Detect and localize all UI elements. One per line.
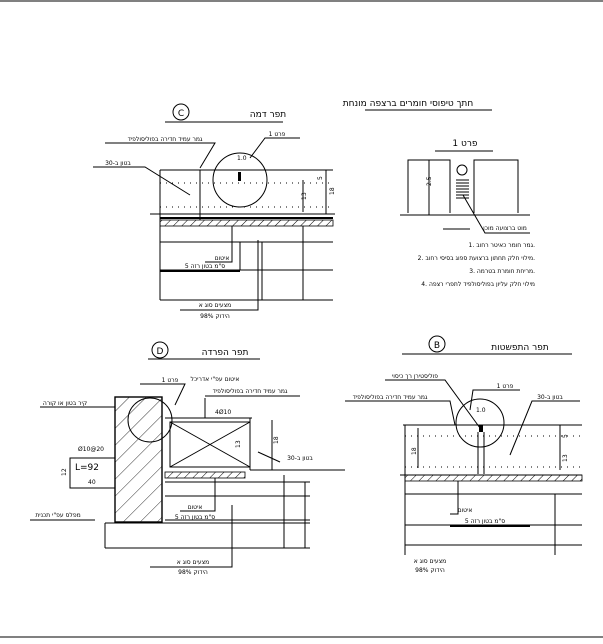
concrete-wall xyxy=(114,396,163,523)
cord-label: מוט ברצועה מוכן xyxy=(483,225,527,232)
dim-label: 18 xyxy=(411,447,418,455)
detail-title: חתך טיפוסי חומרים ברצפה מונחת xyxy=(343,99,474,109)
base-label: 5 ס"מ בטון רזה xyxy=(185,263,225,270)
compaction-label: הידוק 98% xyxy=(200,313,230,320)
detail-circle xyxy=(455,398,505,448)
detail-ref-label: פרט 1 xyxy=(162,377,179,384)
compaction-label: הידוק 98% xyxy=(415,567,445,574)
note-item: 2. מילוי חלק תחתון ברצועת ספוג בסיסי רחו… xyxy=(418,255,535,262)
dim-label: 18 xyxy=(273,436,280,444)
section-marker-b xyxy=(428,335,446,353)
section-d: D תפר הפרדה איטום עפ"י אדריכל פרט 1 גמר … xyxy=(30,341,345,576)
board-label: פוליסטירן רך כיסוי xyxy=(392,373,438,380)
section-marker-c xyxy=(172,103,190,121)
section-letter: B xyxy=(434,341,440,351)
dim-label: 1.0 xyxy=(237,155,247,162)
membrane-top-label: איטום עפ"י אדריכל xyxy=(191,376,240,383)
section-letter: D xyxy=(157,347,164,357)
section-marker-d xyxy=(151,341,169,359)
sealant-label: גמר עמיד חדירה בפוליסולפיד xyxy=(128,136,203,143)
dim-label: 1.0 xyxy=(476,407,486,414)
concrete-label: בטון ב-30 xyxy=(537,394,563,401)
rebar-label: 4Ø10 xyxy=(215,409,231,416)
section-b: B תפר התפשטות פוליסטירן רך כיסוי פרט 1 ג… xyxy=(345,335,583,574)
section-c: C תפר דמה פרט 1 גמר עמיד חדירה בפוליסולפ… xyxy=(93,103,336,320)
detail-1: חתך טיפוסי חומרים ברצפה מונחת פרט 1 2.5 … xyxy=(343,99,535,288)
sealant-label: גמר עמיד חדירה בפוליסולפיד xyxy=(213,388,288,395)
floor-level-label: מפלס עפ"י תכנית xyxy=(35,512,80,519)
concrete-label: בטון ב-30 xyxy=(287,455,313,462)
detail-ref-label: פרט 1 xyxy=(497,383,514,390)
fill-label: מצעים סוג א xyxy=(199,302,232,309)
dowel-shape xyxy=(69,457,116,489)
dim-label: 18 xyxy=(329,187,336,195)
wall-label: קיר בטון או קורה xyxy=(43,400,87,407)
section-title: תפר הפרדה xyxy=(202,348,249,358)
base-label: 5 ס"מ בטון רזה xyxy=(465,518,505,525)
dim-label: 13 xyxy=(301,192,308,200)
note-item: 1. גמר חומר כאיטר רחוב. xyxy=(469,242,536,249)
detail-circle xyxy=(212,152,268,208)
compaction-label: הידוק 98% xyxy=(178,569,208,576)
dowel-label: Ø10@20 xyxy=(78,446,104,453)
section-title: תפר דמה xyxy=(250,110,286,120)
dim-label: 5 xyxy=(317,176,324,180)
base-label: 5 ס"מ בטון רזה xyxy=(175,514,215,521)
detail-ref-label: פרט 1 xyxy=(269,131,286,138)
detail-ref-label: פרט 1 xyxy=(452,139,478,149)
note-item: 4. מילוי חלק עליון בפוליסולפיד לתפרי רצפ… xyxy=(421,281,535,288)
section-title: תפר התפשטות xyxy=(491,343,549,353)
membrane-label: איטום xyxy=(458,507,473,514)
dowel-side: 12 xyxy=(61,468,68,476)
dowel-leg: 40 xyxy=(88,479,96,486)
membrane-label: איטום xyxy=(188,504,203,511)
note-item: 3. מריחת חומרת בטרמה. xyxy=(469,268,535,275)
fill-label: מצעים סוג א xyxy=(414,558,447,565)
section-letter: C xyxy=(178,109,184,119)
sealant-label: גמר עמיד חדירה בפוליסולפיד xyxy=(353,394,428,401)
dim-label: 13 xyxy=(562,454,569,462)
dim-label: 13 xyxy=(235,440,242,448)
concrete-label: בטון ב-30 xyxy=(105,160,131,167)
fill-label: מצעים סוג א xyxy=(177,559,210,566)
dowel-length: L=92 xyxy=(75,463,99,473)
dim-label: 5 xyxy=(562,434,569,438)
membrane-label: איטום xyxy=(215,255,230,262)
